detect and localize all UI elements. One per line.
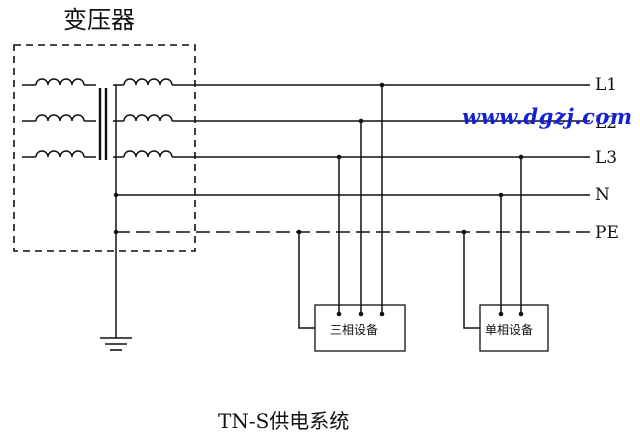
primary-coil-3 xyxy=(35,150,85,158)
junction-dot xyxy=(498,192,504,198)
secondary-coil-3 xyxy=(123,150,173,158)
transformer-box xyxy=(13,44,196,252)
secondary-coil-1 xyxy=(123,78,173,86)
primary-leads xyxy=(22,84,36,158)
junction-dot xyxy=(113,192,119,198)
transformer-label: 变压器 xyxy=(63,6,135,34)
three-phase-drops xyxy=(338,85,383,314)
primary-coil-1 xyxy=(35,78,85,86)
ground-icon xyxy=(100,337,132,351)
primary-coil-2 xyxy=(35,114,85,122)
line-label-n: N xyxy=(595,185,610,205)
single-phase-device-label: 单相设备 xyxy=(485,323,534,337)
bus-lines xyxy=(116,84,590,196)
secondary-coil-2 xyxy=(123,114,173,122)
three-phase-pe xyxy=(298,232,315,329)
terminal-dot xyxy=(336,311,342,317)
single-phase-device-box xyxy=(479,304,549,352)
diagram-caption: TN-S供电系统 xyxy=(218,409,350,433)
junction-dot xyxy=(518,154,524,160)
single-phase-drops xyxy=(500,157,522,314)
line-label-pe: PE xyxy=(595,223,619,243)
junction-dot xyxy=(336,154,342,160)
junction-dot xyxy=(379,82,385,88)
primary-coil-ends xyxy=(84,84,96,158)
three-phase-device-label: 三相设备 xyxy=(330,323,379,337)
terminal-dot xyxy=(379,311,385,317)
junction-dot xyxy=(358,118,364,124)
line-label-l2: L2 xyxy=(595,113,618,133)
secondary-coils xyxy=(123,78,173,158)
single-phase-pe xyxy=(463,232,480,329)
junction-dot xyxy=(461,229,467,235)
junction-dot xyxy=(296,229,302,235)
line-label-l3: L3 xyxy=(595,148,618,168)
junction-dot xyxy=(113,229,119,235)
primary-coils xyxy=(35,78,85,158)
terminal-dot xyxy=(518,311,524,317)
watermark: www.dgzj.com xyxy=(462,104,633,129)
terminal-dot xyxy=(358,311,364,317)
secondary-coil-starts xyxy=(113,84,124,158)
transformer-core xyxy=(98,88,108,160)
line-label-l1: L1 xyxy=(595,75,618,95)
terminal-dot xyxy=(498,311,504,317)
